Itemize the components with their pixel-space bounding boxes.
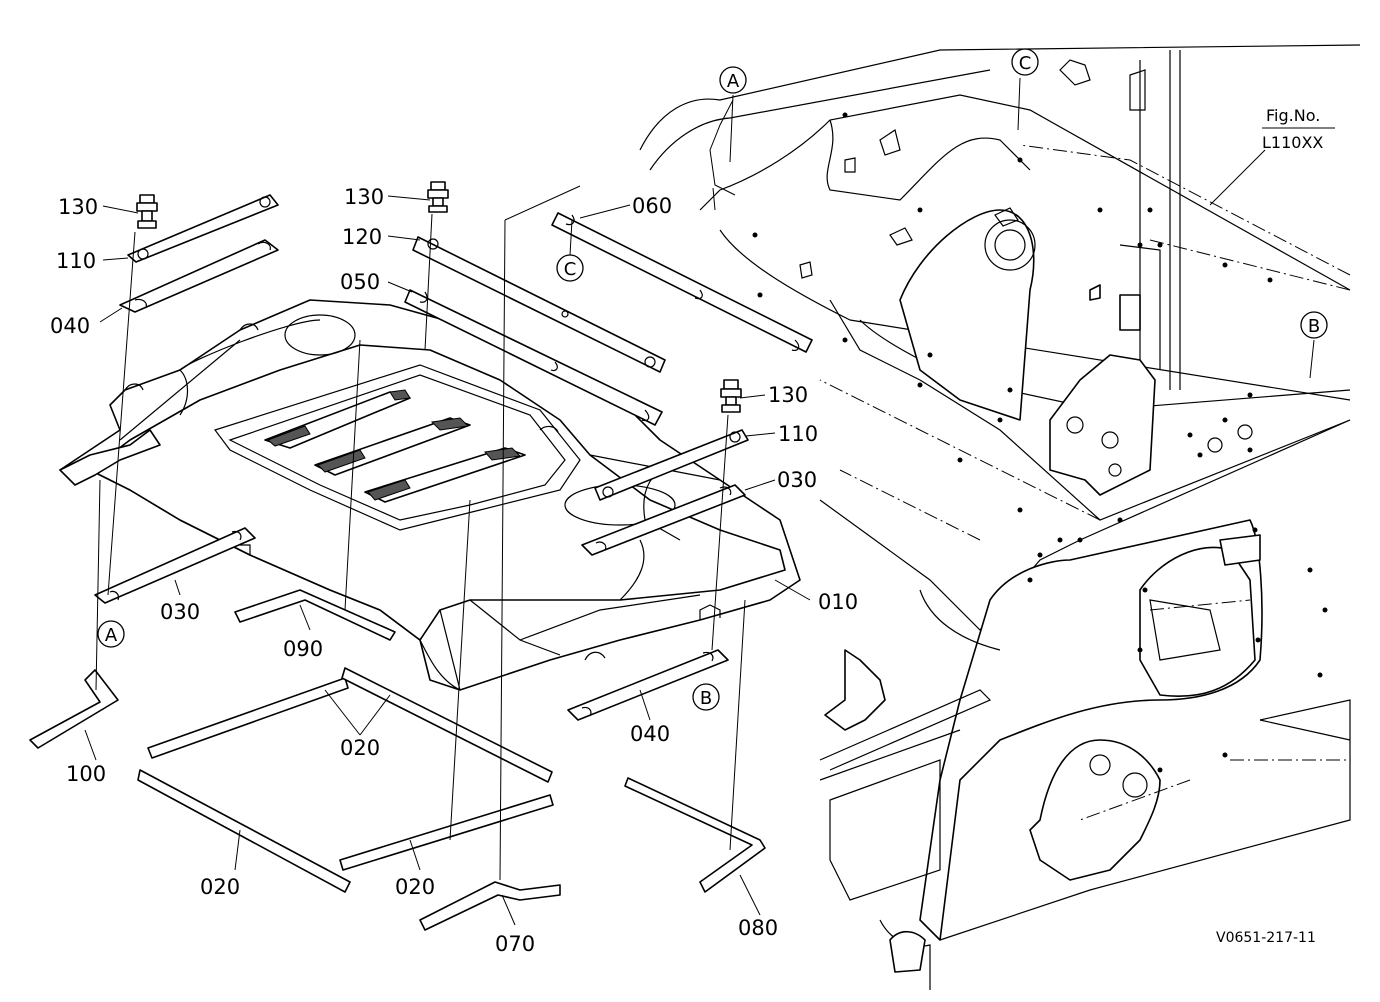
part-040-top-left-strip [119,239,279,313]
callout-130-mid-right: 130 [768,383,808,407]
callout-020-bottom-mid: 020 [395,875,435,899]
marker-b-right: B [1300,311,1328,339]
marker-c-top: C [1011,48,1039,76]
callout-130-top-left: 130 [58,195,98,219]
marker-a-bottom: A [97,620,125,648]
callout-030-mid-right: 030 [777,468,817,492]
callout-130-top-mid: 130 [344,185,384,209]
svg-text:C: C [1019,53,1032,74]
frame-holes [752,112,1328,773]
figure-ref-label: Fig.No. [1266,106,1320,125]
callout-070: 070 [495,932,535,956]
reference-markers: A C C B A B [97,48,1328,711]
part-040-bottom-right-strip [567,649,729,721]
part-020-seals [137,667,554,893]
part-120-plate [412,236,666,373]
svg-text:B: B [1308,316,1320,337]
callout-110-top-left: 110 [56,249,96,273]
part-010-floor-plate [59,299,801,691]
callout-060: 060 [632,194,672,218]
callout-040-top-left: 040 [50,314,90,338]
svg-text:C: C [564,259,577,280]
svg-text:A: A [727,71,740,92]
callout-120: 120 [342,225,382,249]
part-100-seal [29,669,119,749]
svg-text:B: B [700,688,712,709]
part-090-seal [234,589,396,641]
callout-040-bottom-right: 040 [630,722,670,746]
part-110-mid-right-plate [594,429,749,501]
part-080-seal [624,777,766,893]
part-030-mid-right-strip [581,484,746,556]
callout-020-bottom-left: 020 [200,875,240,899]
callout-030-bottom-left: 030 [160,600,200,624]
marker-b-bottom: B [692,683,720,711]
part-060-strip [551,212,813,353]
callout-100: 100 [66,762,106,786]
callout-110-mid-right: 110 [778,422,818,446]
figure-ref-code: L110XX [1262,133,1323,152]
callout-050: 050 [340,270,380,294]
marker-c-mid: C [556,254,584,282]
part-030-bottom-left-strip [94,527,256,604]
figure-reference: Fig.No. L110XX [1262,106,1335,152]
part-050-strip [404,289,663,426]
part-130-bolt-mid-right [720,379,742,413]
part-130-bolt-top-mid [427,181,449,213]
svg-text:A: A [105,625,118,646]
callout-080: 080 [738,916,778,940]
callout-020-center: 020 [340,736,380,760]
part-070-seal [419,881,561,931]
callout-090: 090 [283,637,323,661]
frame-assembly [639,44,1361,990]
callout-labels: 130 110 040 130 120 050 060 130 110 030 … [50,185,858,956]
marker-a-top: A [719,66,747,94]
leader-lines [84,77,1315,926]
part-130-bolt-top-left [136,194,158,229]
drawing-code: V0651-217-11 [1216,930,1316,946]
callout-010: 010 [818,590,858,614]
